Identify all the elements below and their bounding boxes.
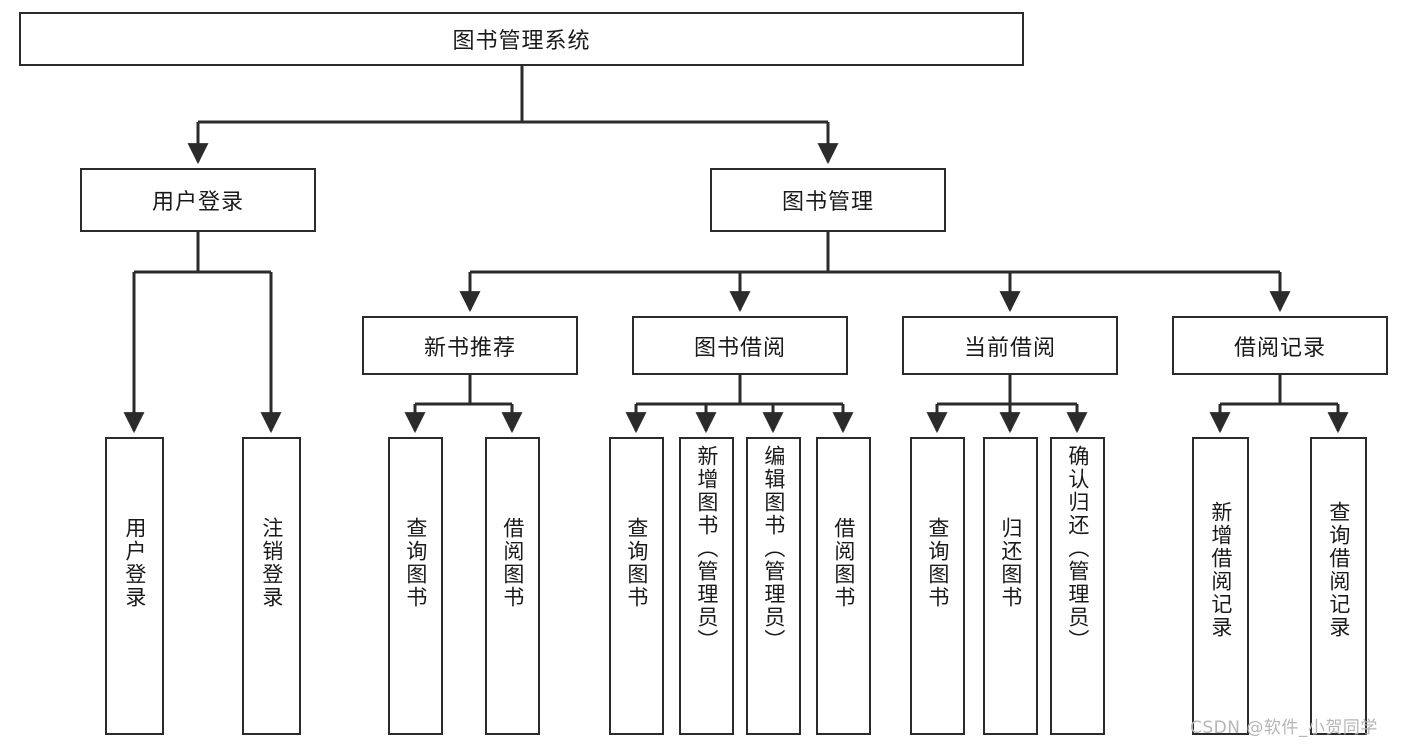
node-book-management[interactable]: 图书管理: [710, 168, 946, 232]
node-user-login[interactable]: 用户登录: [80, 168, 316, 232]
node-leaf-query-book-recommend[interactable]: 查询图书: [388, 437, 443, 735]
node-root-system[interactable]: 图书管理系统: [19, 12, 1024, 66]
node-label: 当前借阅: [963, 335, 1056, 361]
node-label: 图书管理系统: [452, 29, 591, 54]
node-leaf-logout[interactable]: 注销登录: [242, 437, 301, 735]
node-label: 确认归还（管理员）: [1065, 445, 1090, 652]
node-label: 查询图书: [403, 517, 428, 609]
node-label: 图书借阅: [693, 335, 786, 361]
csdn-watermark: CSDN @软件_小贺同学: [1190, 718, 1378, 738]
node-label: 编辑图书（管理员）: [761, 445, 786, 652]
node-label: 查询图书: [925, 517, 950, 609]
node-label: 借阅记录: [1233, 335, 1326, 361]
node-leaf-confirm-return-admin[interactable]: 确认归还（管理员）: [1050, 437, 1105, 735]
node-label: 新书推荐: [423, 335, 516, 361]
node-borrow-record[interactable]: 借阅记录: [1172, 316, 1388, 375]
node-leaf-query-borrow-record[interactable]: 查询借阅记录: [1310, 437, 1367, 735]
node-label: 用户登录: [122, 517, 147, 609]
node-label: 借阅图书: [831, 517, 856, 609]
node-leaf-user-login[interactable]: 用户登录: [105, 437, 164, 735]
node-leaf-add-book-admin[interactable]: 新增图书（管理员）: [679, 437, 734, 735]
node-label: 用户登录: [151, 190, 244, 215]
node-label: 新增借阅记录: [1208, 501, 1233, 639]
node-leaf-query-book-current[interactable]: 查询图书: [910, 437, 965, 735]
node-label: 新增图书（管理员）: [694, 445, 719, 652]
node-leaf-add-borrow-record[interactable]: 新增借阅记录: [1192, 437, 1249, 735]
node-label: 归还图书: [998, 517, 1023, 609]
node-label: 借阅图书: [500, 517, 525, 609]
node-leaf-return-book[interactable]: 归还图书: [983, 437, 1038, 735]
node-leaf-borrow-book-recommend[interactable]: 借阅图书: [485, 437, 540, 735]
node-label: 查询借阅记录: [1326, 501, 1351, 639]
node-book-borrow[interactable]: 图书借阅: [632, 316, 848, 375]
node-new-book-recommend[interactable]: 新书推荐: [362, 316, 578, 375]
node-leaf-edit-book-admin[interactable]: 编辑图书（管理员）: [746, 437, 801, 735]
node-label: 查询图书: [624, 517, 649, 609]
node-current-borrow[interactable]: 当前借阅: [902, 316, 1118, 375]
node-label: 图书管理: [781, 190, 874, 215]
node-leaf-query-book-borrow[interactable]: 查询图书: [609, 437, 664, 735]
node-leaf-borrow-book[interactable]: 借阅图书: [816, 437, 871, 735]
node-label: 注销登录: [259, 517, 284, 609]
